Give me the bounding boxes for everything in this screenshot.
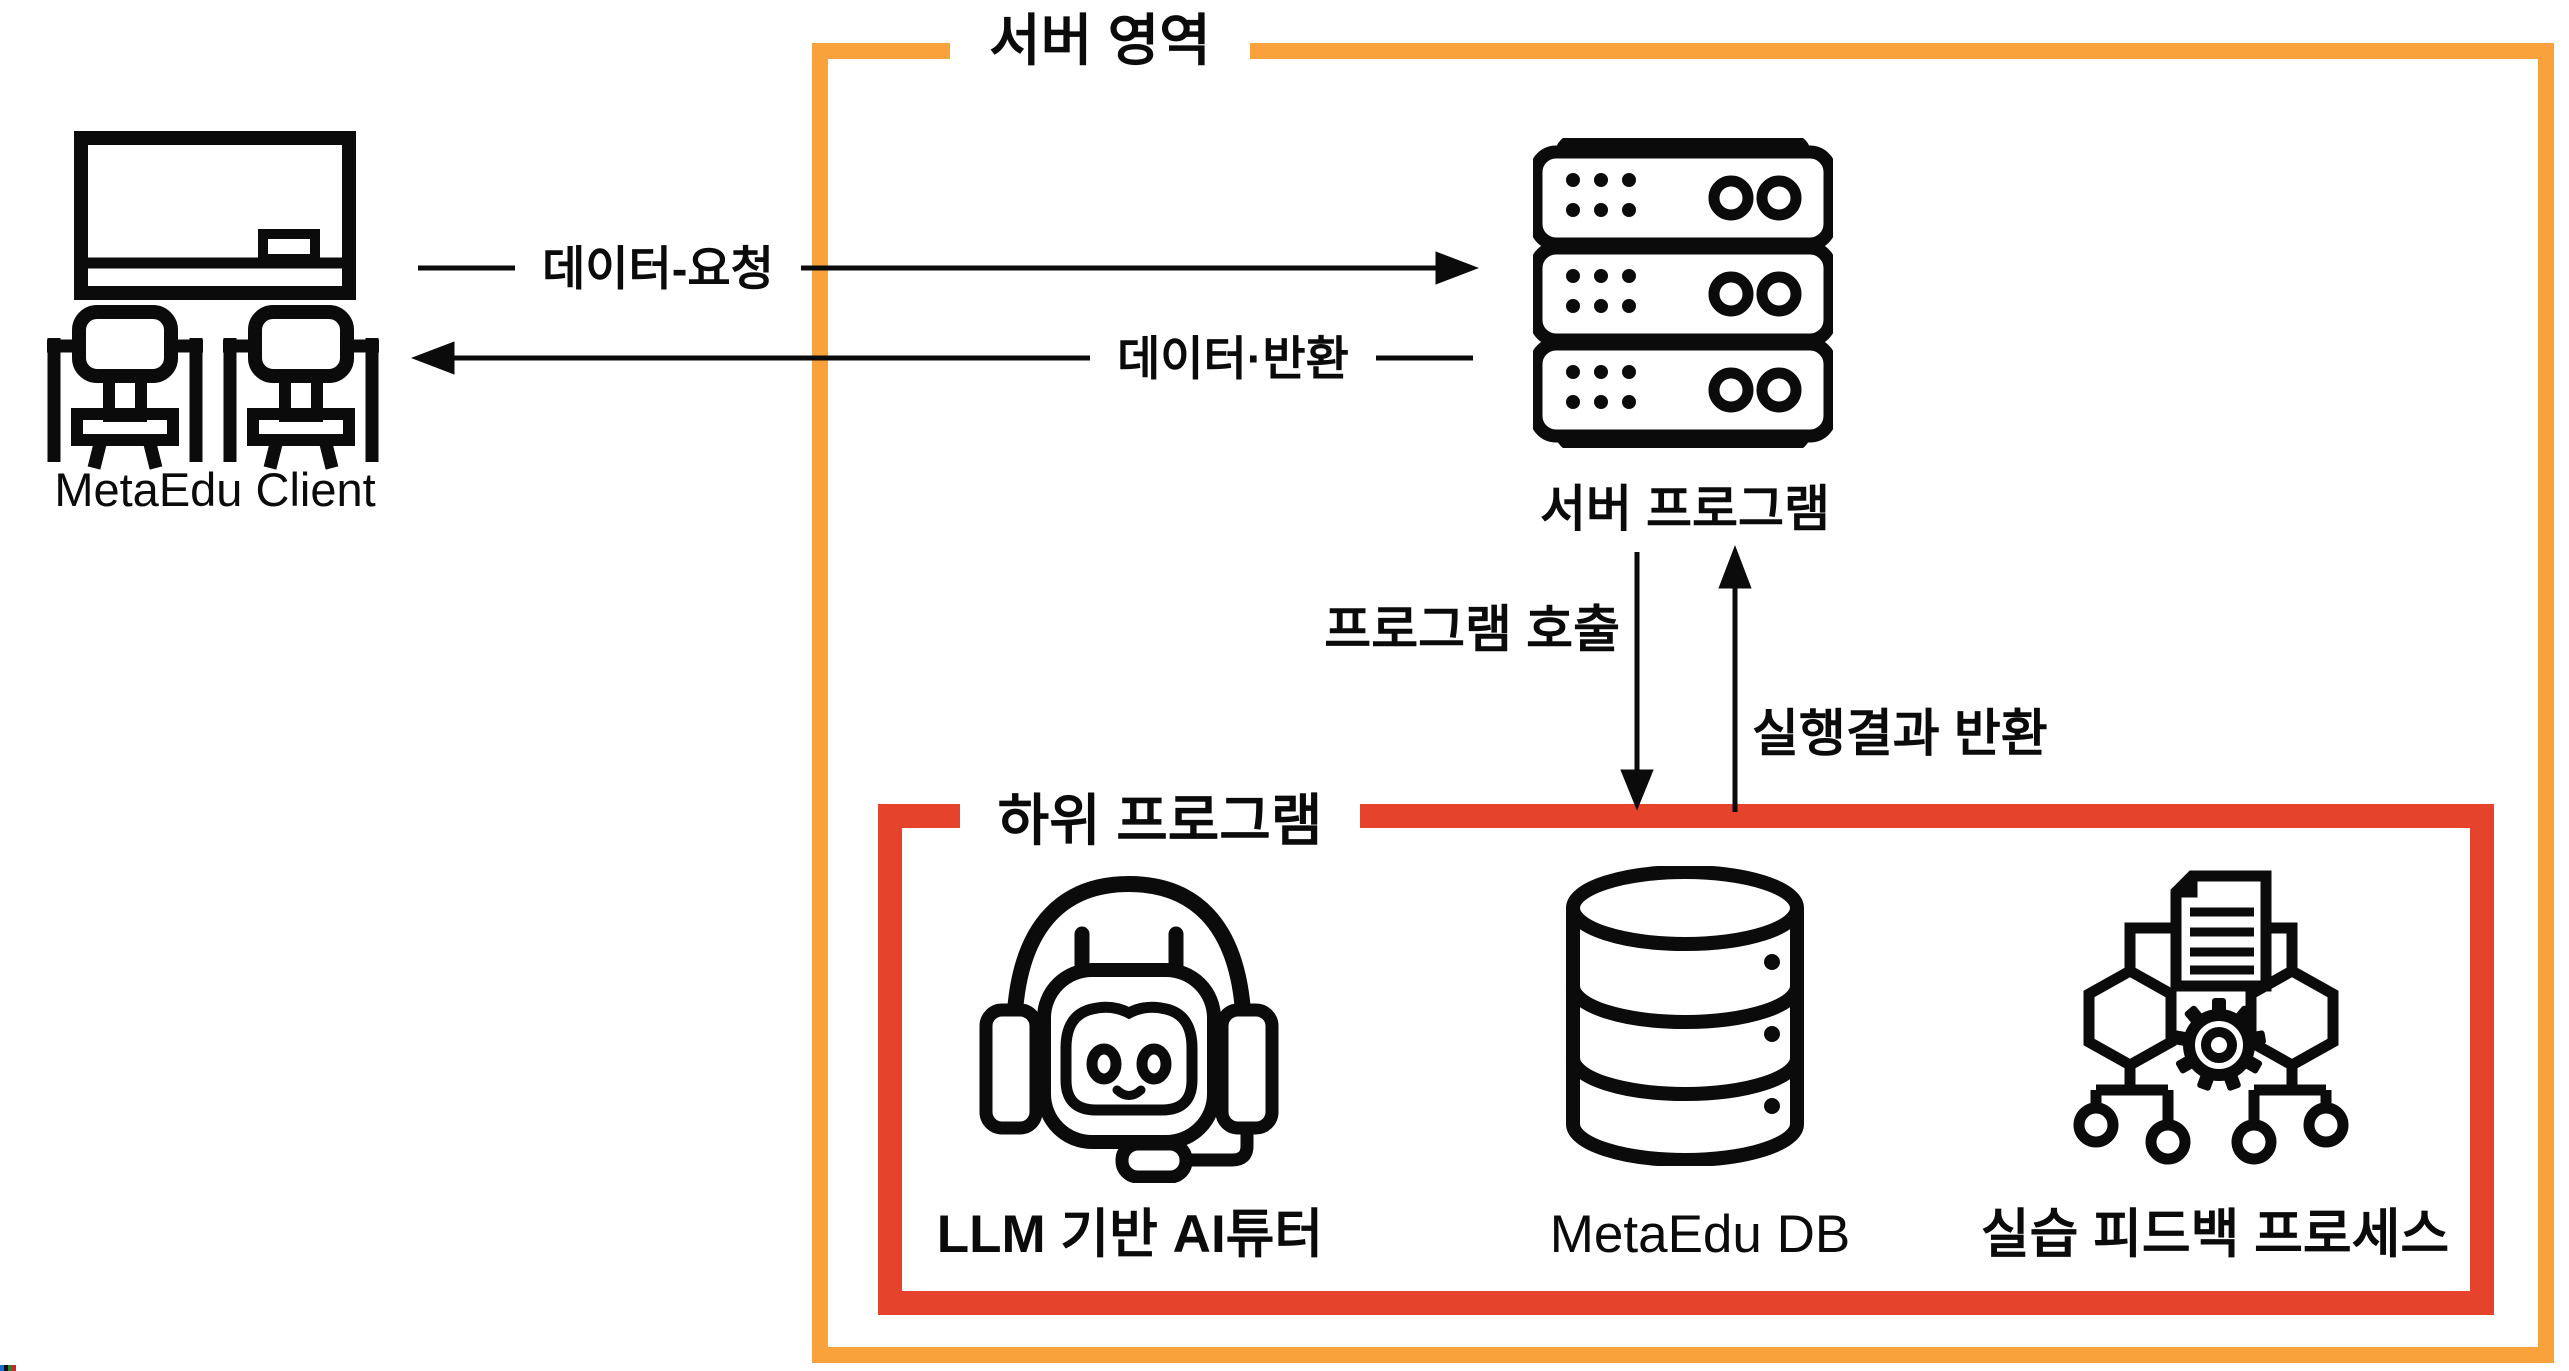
database-icon: [1566, 866, 1804, 1166]
server-area-title: 서버 영역: [950, 2, 1250, 80]
screenshot-artifact: [0, 1365, 16, 1371]
whiteboard-icon: [74, 131, 356, 300]
feedback-process-label: 실습 피드백 프로세스: [1980, 1204, 2450, 1264]
gear-icon: [2171, 998, 2267, 1091]
client-label: MetaEdu Client: [54, 462, 376, 516]
eraser-icon: [258, 229, 320, 264]
microphone-icon: [1115, 1137, 1193, 1183]
server-rack-icon: [1533, 138, 1833, 448]
subprogram-area-title: 하위 프로그램: [960, 766, 1360, 876]
program-call-label: 프로그램 호출: [1324, 600, 1620, 658]
hexagon-node-icon: [2083, 964, 2177, 1072]
ai-tutor-robot-icon: [979, 875, 1279, 1183]
chair-icon: [47, 305, 203, 470]
data-return-label: 데이터·반환: [1090, 328, 1376, 388]
result-return-label: 실행결과 반환: [1752, 704, 2048, 762]
subprogram-area-box: [878, 804, 2494, 1315]
hexagon-node-icon: [2245, 964, 2339, 1072]
ai-tutor-label: LLM 기반 AI튜터: [936, 1204, 1324, 1264]
chair-icon: [223, 305, 379, 470]
data-request-label: 데이터-요청: [515, 238, 801, 298]
feedback-process-icon: [2073, 870, 2349, 1165]
database-label: MetaEdu DB: [1549, 1204, 1851, 1264]
server-program-label: 서버 프로그램: [1540, 481, 1830, 537]
classroom-icon: [47, 131, 379, 470]
